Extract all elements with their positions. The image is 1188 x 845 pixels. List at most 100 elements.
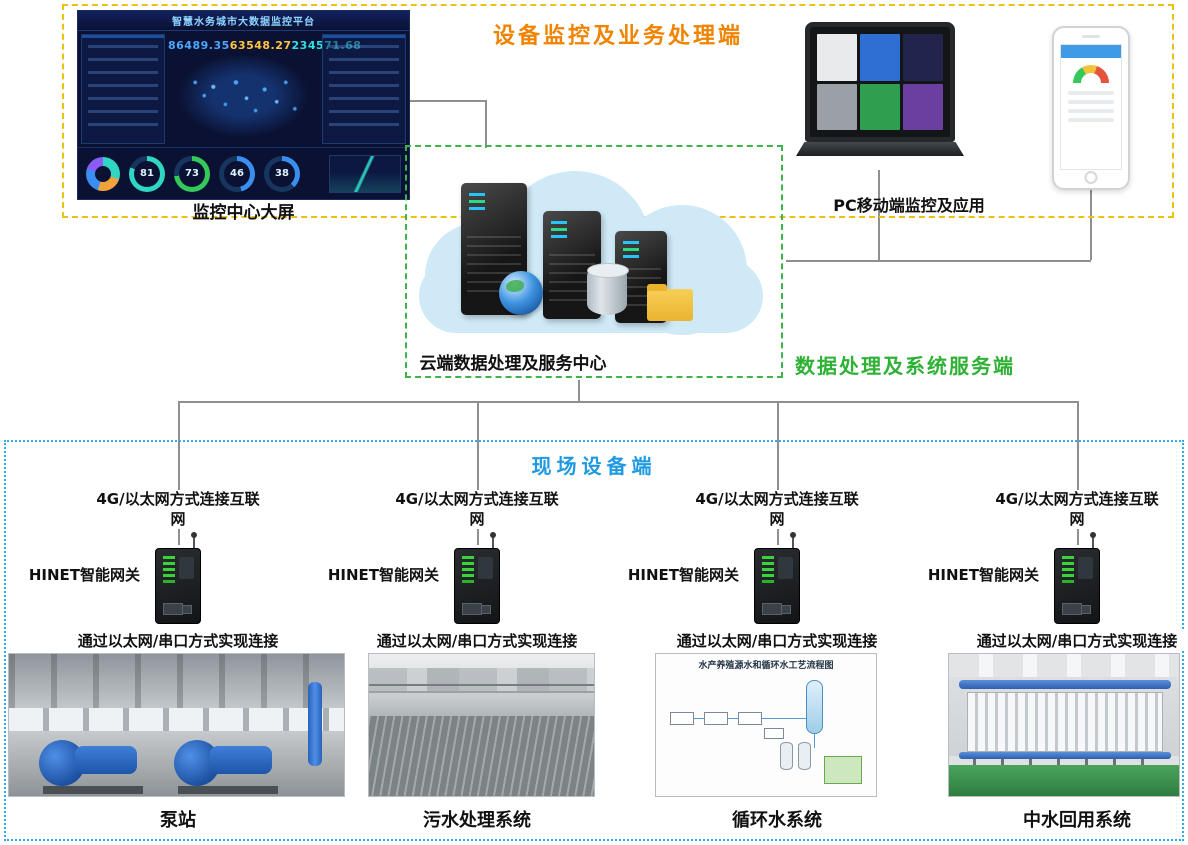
gateway-ethernet-port <box>462 603 482 615</box>
gateway-antenna <box>191 532 197 550</box>
photo-aeration-water <box>369 716 594 796</box>
gateway-label: HINET智能网关 <box>327 566 439 584</box>
pump-pipe <box>308 682 322 766</box>
dashboard-gauge: 46 <box>219 155 255 192</box>
dashboard-title: 智慧水务城市大数据监控平台 <box>172 17 315 28</box>
downlink-label: 通过以太网/串口方式实现连接 <box>627 630 927 651</box>
sewage-plant-photo <box>368 653 595 797</box>
laptop-screen-tile <box>903 34 943 81</box>
dashboard-center: 86489.35 63548.27 234571.68 <box>168 34 361 144</box>
line-dashboard-to-cloud-h <box>408 100 486 102</box>
field-column-circulating-water: 4G/以太网方式连接互联网 HINET智能网关 通过以太网/串口方式实现连接 水… <box>607 490 947 842</box>
laptop-screen-tile <box>860 83 900 130</box>
laptop-base <box>796 142 964 156</box>
pump-unit <box>39 714 149 794</box>
downlink-label: 通过以太网/串口方式实现连接 <box>927 630 1188 651</box>
line-drop-col3 <box>777 401 779 545</box>
photo-green-floor <box>949 764 1179 796</box>
photo-lower-pipe <box>959 752 1171 759</box>
uplink-label: 4G/以太网方式连接互联网 <box>991 490 1163 529</box>
line-devices-to-cloud-h <box>786 260 1091 262</box>
monitoring-section-title: 设备监控及业务处理端 <box>492 24 743 49</box>
server-tower <box>461 183 527 315</box>
gauge-value: 73 <box>185 168 199 179</box>
hinet-gateway-image <box>746 532 808 626</box>
field-column-pump-station: 4G/以太网方式连接互联网 HINET智能网关 通过以太网/串口方式实现连接 <box>8 490 348 842</box>
cloud-caption: 云端数据处理及服务中心 <box>419 354 607 374</box>
pump-unit <box>174 722 284 794</box>
field-column-sewage: 4G/以太网方式连接互联网 HINET智能网关 通过以太网/串口方式实现连接 污… <box>307 490 647 842</box>
line-bus <box>178 401 1078 403</box>
gateway-serial-port <box>1081 605 1091 614</box>
gateway-led-indicators <box>462 556 474 559</box>
cloud-section-box: 云端数据处理及服务中心 <box>405 145 783 378</box>
uplink-label: 4G/以太网方式连接互联网 <box>391 490 563 529</box>
system-label: 循环水系统 <box>732 810 822 831</box>
downlink-label: 通过以太网/串口方式实现连接 <box>327 630 627 651</box>
gateway-antenna <box>490 532 496 550</box>
gateway-label: HINET智能网关 <box>627 566 739 584</box>
gateway-ethernet-port <box>762 603 782 615</box>
dashboard-line-chart <box>329 154 401 193</box>
gateway-label: HINET智能网关 <box>927 566 1039 584</box>
photo-header-pipe <box>959 680 1171 689</box>
photo-basin-edge <box>369 690 594 717</box>
laptop-screen <box>805 22 955 142</box>
gateway-panel <box>778 557 793 579</box>
cloud-servers-image <box>419 165 769 345</box>
dashboard-world-map <box>168 56 319 144</box>
gauge-value: 81 <box>140 168 154 179</box>
hinet-gateway-image <box>147 532 209 626</box>
dashboard-donut-chart <box>86 156 120 191</box>
monitoring-dashboard-image: 智慧水务城市大数据监控平台 86489.35 63548.27 234571.6… <box>77 10 410 200</box>
line-drop-col1 <box>178 401 180 545</box>
hinet-gateway-image <box>446 532 508 626</box>
gateway-antenna <box>790 532 796 550</box>
phone-home-button <box>1084 171 1098 184</box>
photo-railing <box>369 683 594 686</box>
diagram-process-box <box>738 712 762 725</box>
diagram-pond-tank <box>824 756 862 784</box>
folder-icon <box>647 284 693 321</box>
system-label: 泵站 <box>160 810 196 831</box>
phone-screen <box>1060 44 1122 170</box>
hinet-gateway-image <box>1046 532 1108 626</box>
dashboard-gauge: 81 <box>129 155 165 192</box>
gateway-body <box>454 548 500 624</box>
system-label: 中水回用系统 <box>1023 810 1131 831</box>
photo-membrane-rack <box>967 692 1163 752</box>
gateway-ethernet-port <box>1062 603 1082 615</box>
gateway-body <box>754 548 800 624</box>
gateway-body <box>155 548 201 624</box>
gateway-serial-port <box>182 605 192 614</box>
laptop-screen-tile <box>817 34 857 81</box>
dashboard-right-panel <box>322 34 406 144</box>
gateway-panel <box>478 557 493 579</box>
line-phone-drop <box>1090 184 1092 260</box>
pump-motor <box>210 746 272 774</box>
dashboard-stats-row: 86489.35 63548.27 234571.68 <box>168 34 361 56</box>
gateway-label: HINET智能网关 <box>28 566 140 584</box>
gateway-led-indicators <box>1062 556 1074 559</box>
field-column-reclaimed-water: 4G/以太网方式连接互联网 HINET智能网关 通过以太网/串口方式实现连接 中… <box>907 490 1188 842</box>
line-laptop-drop <box>878 170 880 260</box>
line-dashboard-to-cloud-v <box>485 100 487 148</box>
phone-gauge-chart <box>1073 65 1109 83</box>
diagram-process-box <box>704 712 728 725</box>
gateway-serial-port <box>781 605 791 614</box>
line-drop-col2 <box>477 401 479 545</box>
field-section-title: 现场设备端 <box>531 454 657 478</box>
diagram-filter-cylinder <box>798 742 811 770</box>
phone-app-row <box>1068 91 1114 95</box>
gateway-serial-port <box>481 605 491 614</box>
diagram-tall-tank <box>806 680 823 734</box>
phone-app-row <box>1068 100 1114 104</box>
gauge-value: 38 <box>275 168 289 179</box>
gauge-value: 46 <box>230 168 244 179</box>
gateway-panel <box>1078 557 1093 579</box>
gateway-body <box>1054 548 1100 624</box>
process-flow-diagram-image: 水产养殖源水和循环水工艺流程图 <box>655 653 877 797</box>
photo-ceiling <box>949 654 1179 677</box>
phone-image <box>1052 26 1130 190</box>
